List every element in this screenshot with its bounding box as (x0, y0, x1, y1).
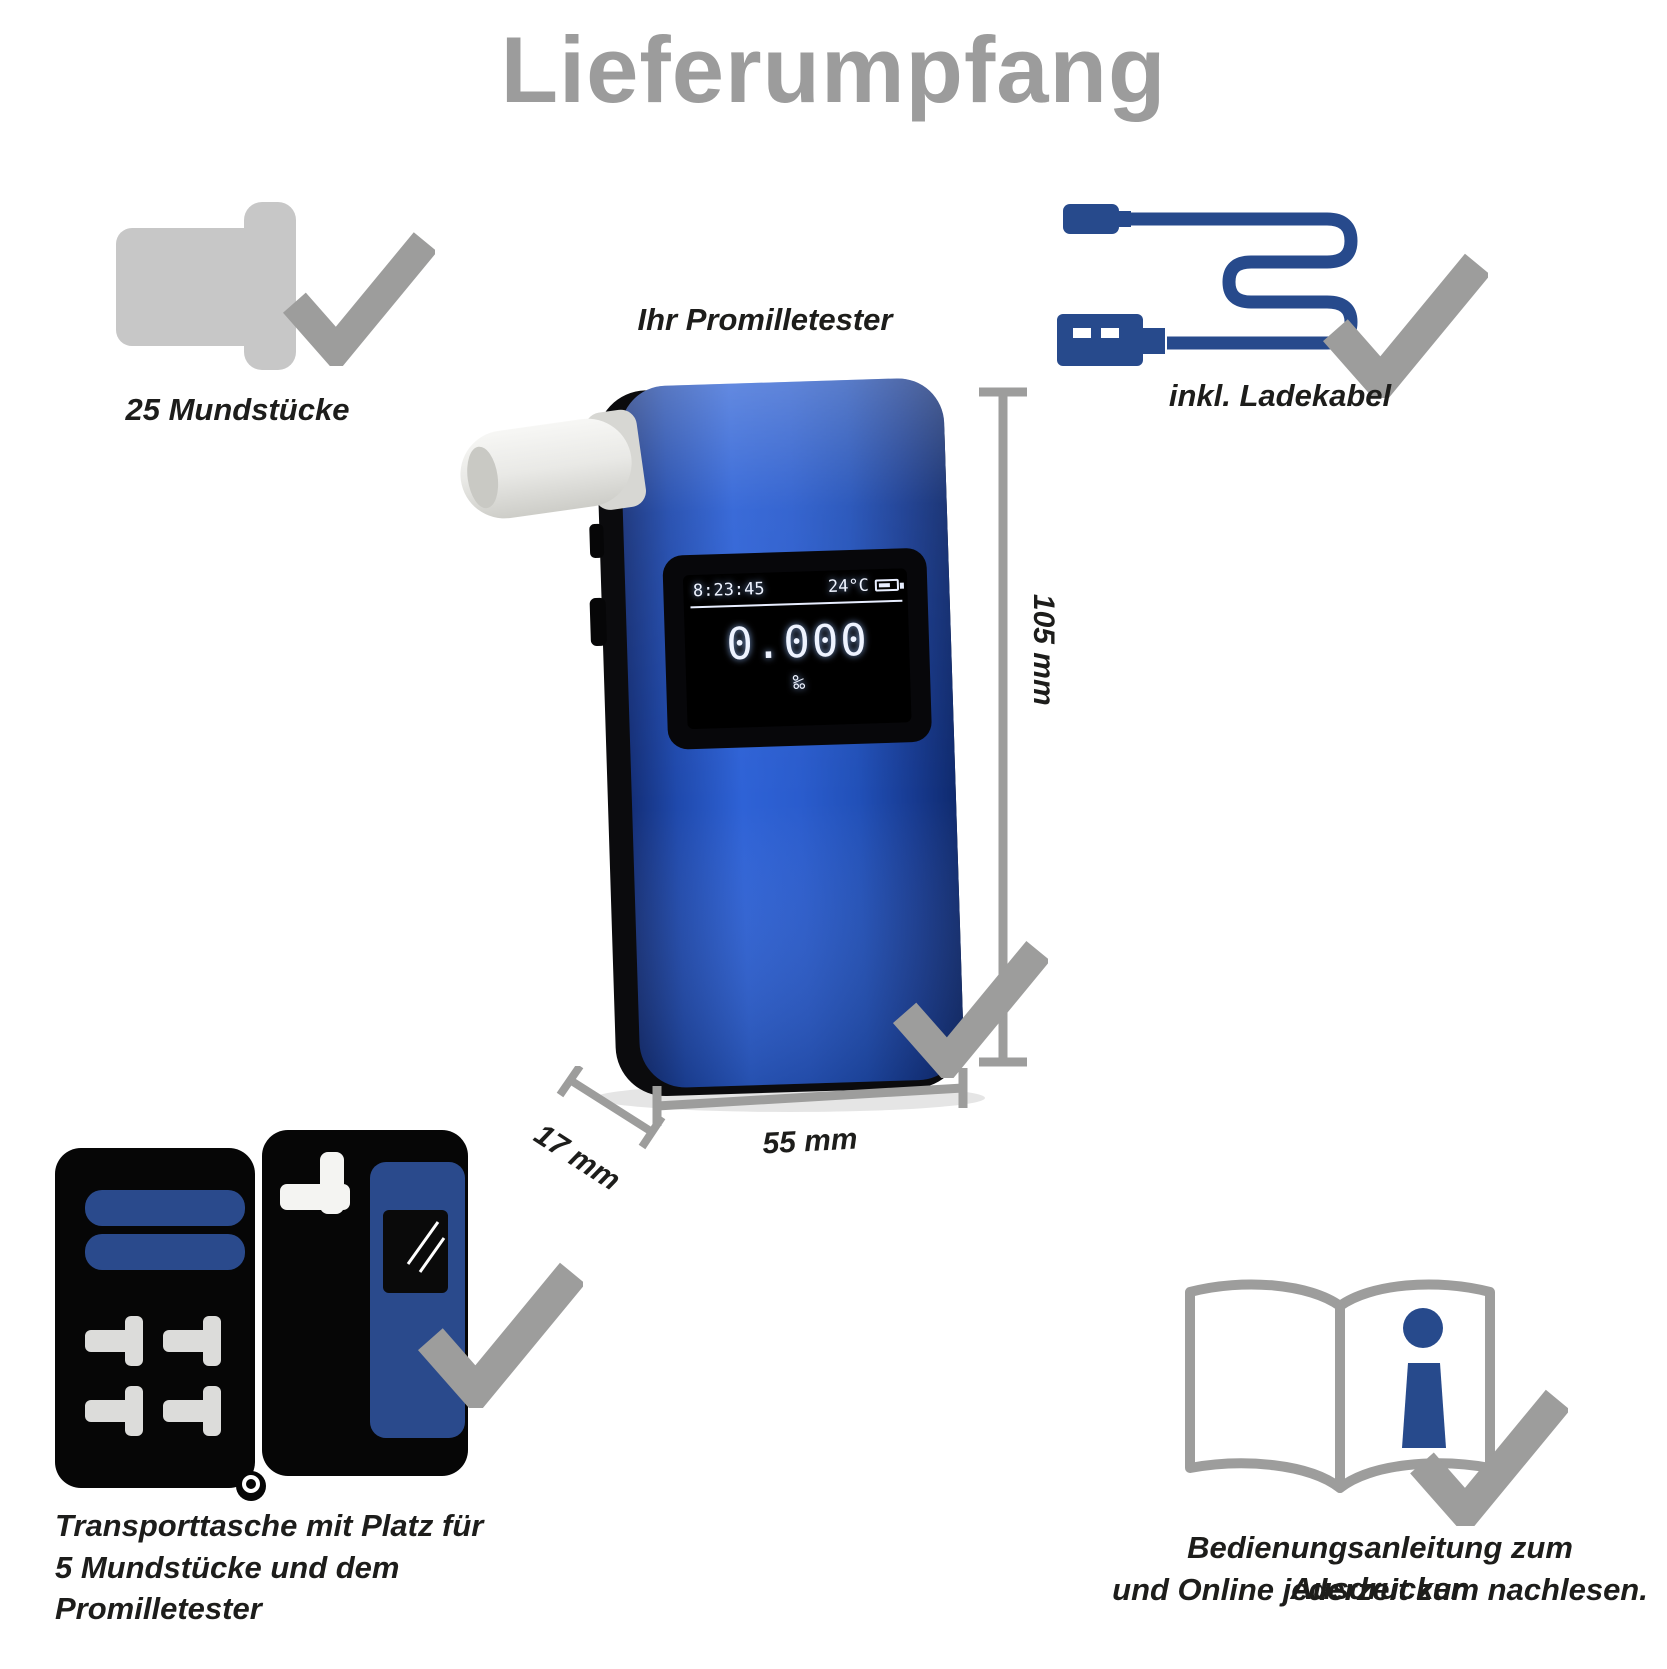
spare-mouthpieces (85, 1316, 221, 1436)
height-dimension-label: 105 mm (1026, 593, 1060, 706)
screen-reading: 0.000 (725, 614, 870, 671)
case-mouthpiece (280, 1152, 350, 1214)
width-dimension-label: 55 mm (761, 1122, 859, 1161)
tester-label: Ihr Promilletester (637, 302, 893, 337)
battery-icon (874, 578, 900, 592)
cable-label: inkl. Ladekabel (1168, 378, 1392, 413)
checkmark-icon (1323, 253, 1488, 398)
usb-cable-icon (1057, 204, 1358, 366)
mouthpieces-label: 25 Mundstücke (125, 392, 350, 427)
screen-status-row: 8:23:45 24°C (689, 574, 903, 609)
height-dimension-line (979, 387, 1027, 1067)
device-body (589, 378, 964, 1097)
device-display (683, 568, 912, 730)
checkmark-icon (418, 1262, 583, 1408)
side-button (589, 597, 607, 647)
zipper-pull (236, 1471, 266, 1501)
checkmark-icon (893, 940, 1048, 1078)
depth-dimension-line (556, 1066, 666, 1150)
checkmark-icon (283, 232, 435, 366)
mouthpiece-icon (116, 202, 296, 370)
checkmark-icon (1410, 1389, 1568, 1526)
mouthpiece (460, 409, 646, 519)
open-book-icon (1185, 1279, 1495, 1493)
page-title: Lieferumpfang (500, 17, 1167, 122)
case-label-line1: Transporttasche mit Platz für (55, 1508, 484, 1543)
manual-label-line1: Bedienungsanleitung zum Ausdrucken (1187, 1530, 1573, 1606)
device-screen: 8:23:45 24°C 0.000 ‰ (689, 574, 907, 734)
screen-unit: ‰ (792, 669, 806, 695)
screen-time: 8:23:45 (692, 579, 765, 602)
manual-label-line2: und Online jederzeit zum nachlesen. (1112, 1572, 1648, 1607)
side-button (589, 523, 605, 559)
screen-temperature: 24°C (827, 575, 870, 598)
case-label-line2: 5 Mundstücke und dem Promilletester (55, 1550, 400, 1626)
info-icon (1402, 1308, 1446, 1448)
